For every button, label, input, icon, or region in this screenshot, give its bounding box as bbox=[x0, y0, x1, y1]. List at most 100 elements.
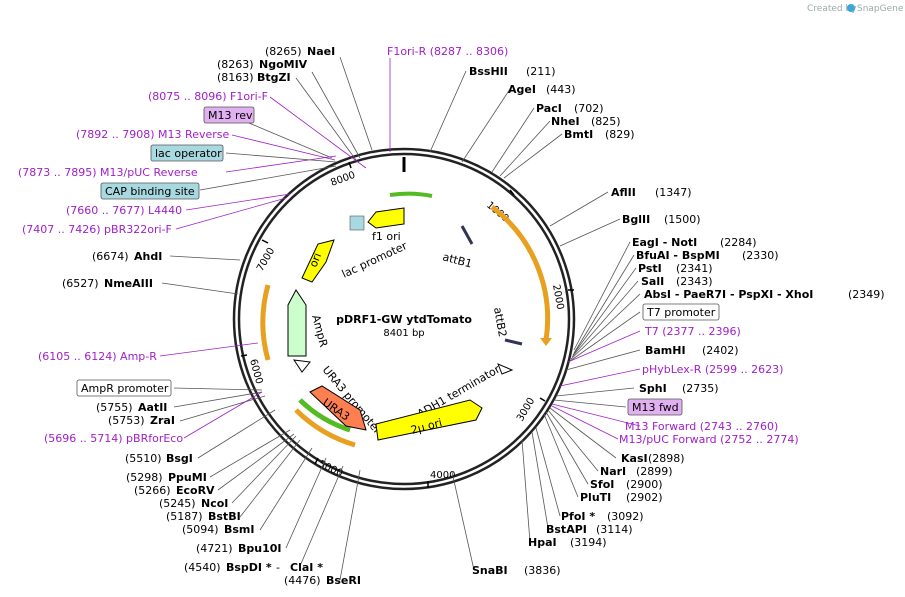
site-SfoI: SfoI(2900) bbox=[590, 478, 663, 491]
svg-text:NgoMIV: NgoMIV bbox=[259, 58, 308, 71]
svg-text:KasI: KasI bbox=[621, 452, 648, 465]
right-leader-lines bbox=[429, 70, 641, 571]
site-PfoI: PfoI * (3092) bbox=[561, 510, 644, 523]
primer-pBR322ori-F: (7407 .. 7426) pBR322ori-F bbox=[22, 223, 172, 236]
svg-text:BmtI: BmtI bbox=[564, 128, 593, 141]
svg-text:BglII: BglII bbox=[622, 213, 650, 226]
attB2-label: attB2 bbox=[491, 306, 509, 338]
svg-text:7000: 7000 bbox=[255, 246, 277, 274]
site-BamHI: BamHI(2402) bbox=[645, 344, 739, 357]
site-EagI-NotI: EagI - NotI(2284) bbox=[632, 236, 757, 249]
svg-text:6000: 6000 bbox=[247, 358, 264, 385]
svg-text:BstBI: BstBI bbox=[208, 510, 241, 523]
ampr-arrow bbox=[287, 289, 307, 357]
attB2-marker bbox=[504, 338, 523, 346]
svg-text:T7 promoter: T7 promoter bbox=[646, 306, 716, 319]
backbone-outer-ring bbox=[232, 147, 576, 491]
site-BseRI: (4476)BseRI bbox=[284, 574, 361, 587]
svg-text:NaeI: NaeI bbox=[307, 45, 335, 58]
svg-text:SnaBI: SnaBI bbox=[472, 564, 508, 577]
svg-text:SfoI: SfoI bbox=[590, 478, 614, 491]
svg-text:(3194): (3194) bbox=[570, 536, 607, 549]
svg-text:BsgI: BsgI bbox=[166, 452, 193, 465]
plasmid-name: pDRF1-GW ytdTomato bbox=[336, 313, 472, 326]
svg-text:(2349): (2349) bbox=[848, 288, 885, 301]
primer-L4440: (7660 .. 7677) L4440 bbox=[66, 204, 182, 217]
site-NheI: NheI(825) bbox=[551, 115, 621, 128]
svg-text:(1347): (1347) bbox=[655, 186, 692, 199]
ura3-orange-arc bbox=[294, 408, 356, 448]
svg-text:4000: 4000 bbox=[430, 470, 455, 481]
svg-text:(6527): (6527) bbox=[62, 277, 99, 290]
svg-text:PfoI *: PfoI * bbox=[561, 510, 595, 523]
primer-F1ori-F: (8075 .. 8096) F1ori-F bbox=[148, 90, 268, 103]
site-BsmI: (5094) BsmI bbox=[182, 523, 255, 536]
site-NarI: NarI(2899) bbox=[600, 465, 673, 478]
svg-text:M13 rev: M13 rev bbox=[208, 109, 253, 122]
site-BstBI: (5187) BstBI bbox=[166, 510, 241, 523]
site-PacI: PacI(702) bbox=[536, 102, 604, 115]
svg-text:(2343): (2343) bbox=[676, 275, 713, 288]
svg-text:BsmI: BsmI bbox=[224, 523, 255, 536]
svg-text:(4540): (4540) bbox=[184, 561, 221, 574]
ampr-promoter-arrow bbox=[292, 359, 311, 373]
svg-text:(2402): (2402) bbox=[702, 344, 739, 357]
svg-text:PpuMI: PpuMI bbox=[168, 471, 207, 484]
site-BsgI: (5510)BsgI bbox=[125, 452, 193, 465]
svg-text:BseRI: BseRI bbox=[326, 574, 361, 587]
svg-text:(2330): (2330) bbox=[742, 249, 779, 262]
svg-text:PacI: PacI bbox=[536, 102, 562, 115]
ampr-label: AmpR bbox=[309, 313, 330, 348]
site-Bpu10I: (4721)Bpu10I bbox=[196, 542, 282, 555]
svg-text:BtgZI: BtgZI bbox=[257, 71, 291, 84]
svg-text:AhdI: AhdI bbox=[134, 250, 162, 263]
site-PluTI: PluTI(2902) bbox=[580, 491, 663, 504]
tick-7000: 7000 bbox=[255, 239, 277, 274]
site-SalI: SalI(2343) bbox=[641, 275, 713, 288]
svg-text:(5266): (5266) bbox=[134, 484, 171, 497]
snapgene-logo bbox=[847, 4, 855, 12]
svg-text:(5755): (5755) bbox=[96, 401, 133, 414]
svg-text:(8163): (8163) bbox=[217, 71, 254, 84]
svg-text:CAP binding site: CAP binding site bbox=[105, 185, 195, 198]
lac-promoter-label: lac promoter bbox=[340, 239, 410, 281]
svg-text:(5187): (5187) bbox=[166, 510, 203, 523]
site-BstAPI: BstAPI(3114) bbox=[546, 523, 633, 536]
svg-text:BssHII: BssHII bbox=[469, 65, 508, 78]
tick-5000: 5000 bbox=[314, 457, 344, 479]
attB1-label: attB1 bbox=[441, 250, 473, 270]
primer-pBRforEco: (5696 .. 5714) pBRforEco bbox=[44, 432, 183, 445]
svg-text:AatII: AatII bbox=[138, 401, 167, 414]
svg-text:SphI: SphI bbox=[639, 382, 667, 395]
plasmid-length: 8401 bp bbox=[383, 328, 424, 339]
svg-text:(829): (829) bbox=[605, 128, 635, 141]
svg-text:AflII: AflII bbox=[611, 186, 636, 199]
svg-text:(2284): (2284) bbox=[720, 236, 757, 249]
svg-text:AgeI: AgeI bbox=[508, 83, 536, 96]
svg-text:(3092): (3092) bbox=[607, 510, 644, 523]
tick-2000: 2000 bbox=[550, 284, 574, 311]
ura3-green-arc bbox=[298, 398, 351, 433]
box-lac-operator: lac operator bbox=[150, 144, 224, 162]
site-NcoI: (5245)NcoI bbox=[159, 497, 228, 510]
site-AbsI-group: AbsI - PaeR7I - PspXI - XhoI(2349) bbox=[644, 288, 885, 301]
svg-text:ZraI: ZraI bbox=[150, 414, 175, 427]
svg-text:PluTI: PluTI bbox=[580, 491, 611, 504]
ori-arrow bbox=[301, 239, 335, 283]
svg-text:ClaI *: ClaI * bbox=[290, 561, 323, 574]
f1-ori-arrow bbox=[367, 207, 405, 229]
site-BtgZI: (8163)BtgZI bbox=[217, 71, 291, 84]
primer-T7: T7 (2377 .. 2396) bbox=[644, 325, 741, 338]
svg-text:PstI: PstI bbox=[638, 262, 662, 275]
box-CAP-binding-site: CAP binding site bbox=[100, 182, 200, 200]
primer-M13-pUC-Reverse: (7873 .. 7895) M13/pUC Reverse bbox=[18, 166, 198, 179]
svg-text:(2899): (2899) bbox=[636, 465, 673, 478]
svg-text:(5245): (5245) bbox=[159, 497, 196, 510]
svg-text:(5094): (5094) bbox=[182, 523, 219, 536]
svg-text:(5753): (5753) bbox=[108, 414, 145, 427]
site-NaeI: (8265)NaeI bbox=[265, 45, 335, 58]
backbone-inner-ring bbox=[237, 152, 571, 486]
svg-text:(4721): (4721) bbox=[196, 542, 233, 555]
svg-text:EcoRV: EcoRV bbox=[176, 484, 215, 497]
svg-text:-: - bbox=[276, 561, 280, 574]
